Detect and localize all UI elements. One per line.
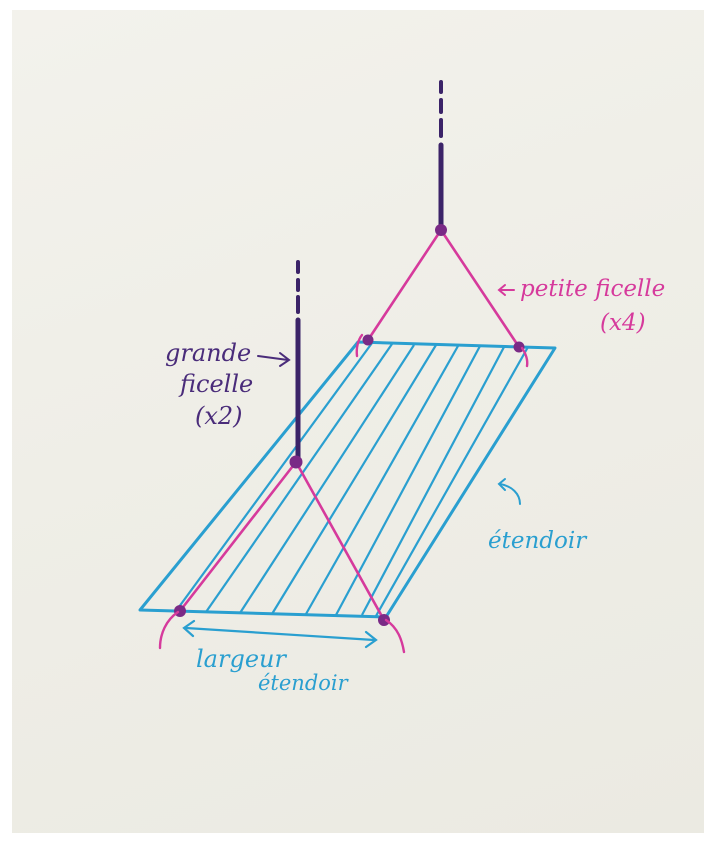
grande-ficelle-line-3: (x2) [195,402,243,430]
rack-slats [175,342,529,617]
petite-ficelle-line-2: (x4) [600,310,646,336]
etendoir-label: étendoir [488,528,588,554]
left-small-strings [178,460,386,622]
slat [305,345,459,615]
knot [289,455,303,469]
grande-ficelle-line-2: ficelle [178,370,253,398]
etendoir-arrow [497,478,521,505]
petite-ficelle-label: petite ficelle (x4) [520,276,665,336]
slat [271,344,437,615]
right-small-strings [366,228,521,349]
slat [239,344,415,614]
largeur-line-1: largeur [196,645,287,673]
knot [174,605,186,617]
paper-sheet [12,10,704,833]
largeur-label: largeur étendoir [196,645,350,695]
knot [435,224,447,236]
slat [361,346,505,616]
slat [175,342,373,612]
knot [378,614,390,626]
petite-ficelle-line-1: petite ficelle [520,276,665,302]
grande-ficelle-label: grande ficelle (x2) [165,339,253,430]
knot [362,334,374,346]
knots [174,224,525,626]
largeur-line-2: étendoir [258,671,350,695]
grande-ficelle-line-1: grande [165,339,251,367]
slat [205,343,393,613]
grande-ficelle-arrow [257,352,291,367]
slat [335,345,481,616]
width-arrow [182,619,378,649]
slat [375,346,529,617]
hook-curls [158,333,529,654]
petite-ficelle-arrow [497,284,515,296]
